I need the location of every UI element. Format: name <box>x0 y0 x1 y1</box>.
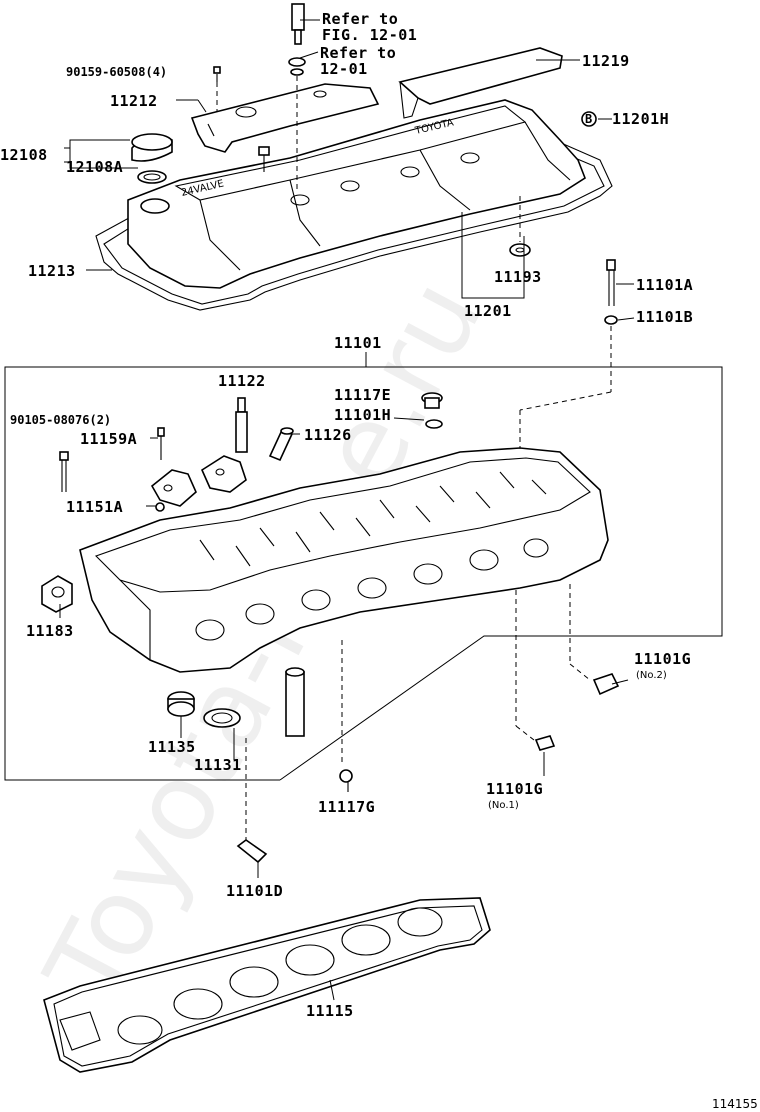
svg-text:B: B <box>585 112 592 126</box>
cylinder-head-gasket <box>43 897 491 1073</box>
label-11122: 11122 <box>218 372 266 390</box>
refer-to-label-1-line1: Refer to <box>322 10 398 28</box>
label-11193: 11193 <box>494 268 542 286</box>
camshaft-bearing-caps <box>150 455 247 507</box>
label-11213: 11213 <box>28 262 76 280</box>
cover-stud <box>258 146 270 172</box>
bolt-11159A <box>157 427 165 460</box>
cylinder-head <box>79 447 609 673</box>
plug-11117G <box>339 640 353 792</box>
label-11151A: 11151A <box>66 498 123 516</box>
label-11201: 11201 <box>464 302 512 320</box>
label-11101B: 11101B <box>636 308 693 326</box>
oil-filler-cap <box>131 133 173 184</box>
label-11117G: 11117G <box>318 798 375 816</box>
plug-11117E <box>421 392 443 429</box>
guide-11126 <box>268 427 294 462</box>
label-11131: 11131 <box>194 756 242 774</box>
label-11117E: 11117E <box>334 386 391 404</box>
cylinder-head-cover: TOYOTA 24VALVE <box>95 99 613 311</box>
label-90159-60508: 90159-60508(4) <box>66 65 167 79</box>
label-11101G-no2-sub: (No.2) <box>636 670 667 681</box>
label-11101G-no2: 11101G <box>634 650 691 668</box>
label-12108: 12108 <box>0 146 48 164</box>
spark-plug-cover-plate <box>190 83 380 153</box>
label-11219: 11219 <box>582 52 630 70</box>
bolt-90159 <box>213 66 221 112</box>
label-11126: 11126 <box>304 426 352 444</box>
dowel-11101D <box>236 738 268 864</box>
label-11101H: 11101H <box>334 406 391 424</box>
label-11159A: 11159A <box>80 430 137 448</box>
label-11101G-no1: 11101G <box>486 780 543 798</box>
tube <box>285 667 305 737</box>
label-11115: 11115 <box>306 1002 354 1020</box>
marker-b: B <box>581 111 597 127</box>
spark-plug-refer <box>288 3 306 192</box>
ring-11151A <box>155 502 165 512</box>
label-11101: 11101 <box>334 334 382 352</box>
valve-cover-trim <box>398 47 563 119</box>
head-bolt-11101A <box>519 259 618 520</box>
label-90105-08076: 90105-08076(2) <box>10 413 111 427</box>
callout-labels: Refer to FIG. 12-01 Refer to 12-01 90159… <box>0 10 758 1111</box>
refer-to-label-2-line2: 12-01 <box>320 60 368 78</box>
refer-to-label-2-line1: Refer to <box>320 44 396 62</box>
seal-11135 <box>167 691 195 717</box>
label-11212: 11212 <box>110 92 158 110</box>
bolt-90105 <box>59 451 69 492</box>
dowel-11101G-no1 <box>515 590 556 751</box>
washer-11193 <box>509 196 531 257</box>
leader-lines <box>59 19 635 1001</box>
label-12108A: 12108A <box>66 158 123 176</box>
pin-11122 <box>235 397 248 453</box>
label-11101G-no1-sub: (No.1) <box>488 800 519 811</box>
cover-11183 <box>41 575 73 613</box>
label-11183: 11183 <box>26 622 74 640</box>
cylinder-head-group-frame <box>4 352 723 781</box>
label-11135: 11135 <box>148 738 196 756</box>
label-11101D: 11101D <box>226 882 283 900</box>
label-11201H: 11201H <box>612 110 669 128</box>
seal-11131 <box>203 708 241 728</box>
label-11101A: 11101A <box>636 276 693 294</box>
refer-to-label-1-line2: FIG. 12-01 <box>322 26 417 44</box>
dowel-11101G-no2 <box>569 584 620 696</box>
figure-number: 114155 <box>712 1097 758 1111</box>
